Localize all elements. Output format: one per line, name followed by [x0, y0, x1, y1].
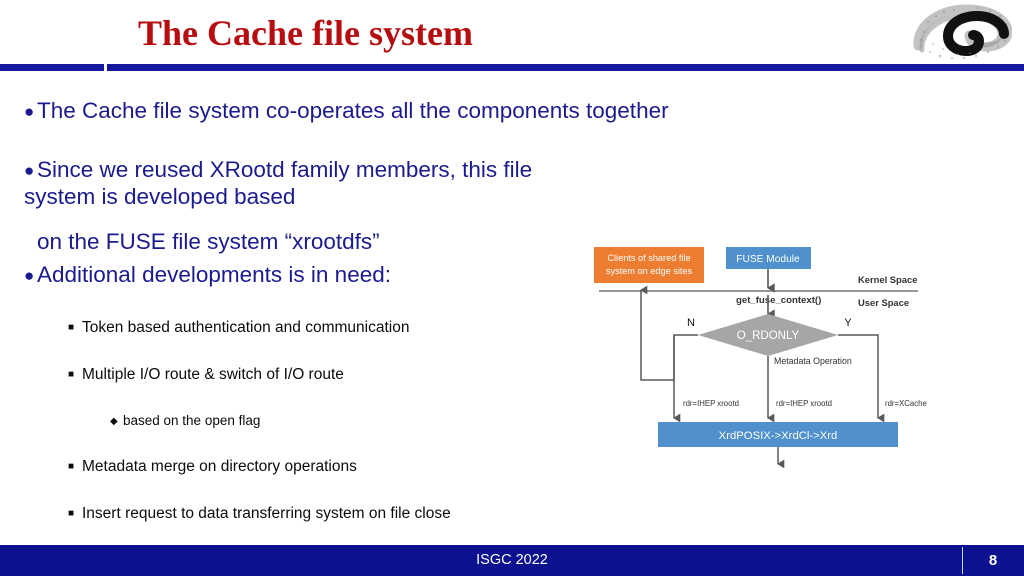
bullet-marker: ●	[24, 266, 35, 285]
sub-bullet-text: Insert request to data transferring syst…	[82, 505, 451, 522]
header-rule-notch	[104, 62, 107, 73]
slide-body: ●The Cache file system co-operates all t…	[0, 72, 669, 542]
sub-sub-bullet-item-1: ◆ based on the open flag	[110, 412, 260, 430]
square-bullet-marker: ■	[68, 369, 75, 380]
bullet-marker: ●	[24, 161, 35, 180]
rdr-right-label: rdr=XCache	[885, 399, 927, 408]
sub-bullet-text: Metadata merge on directory operations	[82, 458, 357, 475]
sub-bullet-text: Multiple I/O route & switch of I/O route	[82, 366, 344, 383]
branch-no-label: N	[687, 317, 695, 329]
rdr-left-label: rdr=IHEP xrootd	[683, 399, 739, 408]
header-rule-divider	[0, 64, 1024, 71]
decision-label: O_RDONLY	[737, 330, 800, 342]
clients-box-label-line2: system on edge sites	[606, 266, 693, 276]
rdr-mid-label: rdr=IHEP xrootd	[776, 399, 832, 408]
sub-bullet-text: Token based authentication and communica…	[82, 319, 410, 336]
footer-divider	[962, 547, 963, 574]
kernel-space-label: Kernel Space	[858, 274, 917, 285]
bullet-text-line2: on the FUSE file system “xrootdfs”	[37, 229, 380, 254]
square-bullet-marker: ■	[68, 322, 75, 333]
bullet-text-line1: Since we reused XRootd family members, t…	[24, 157, 533, 209]
slide-header: The Cache file system	[0, 0, 1024, 73]
user-space-label: User Space	[858, 297, 909, 308]
xrdposix-box-label: XrdPOSIX->XrdCl->Xrd	[719, 430, 838, 442]
fuse-module-box	[726, 247, 811, 269]
square-bullet-marker: ■	[68, 461, 75, 472]
sub-sub-bullet-text: based on the open flag	[123, 413, 261, 428]
page-title: The Cache file system	[138, 13, 473, 53]
sub-bullet-item-1: ■ Token based authentication and communic…	[68, 318, 409, 337]
footer-conference-label: ISGC 2022	[476, 552, 548, 568]
get-fuse-context-label: get_fuse_context()	[736, 295, 821, 306]
branch-yes-label: Y	[844, 317, 852, 329]
sub-bullet-item-4: ■ Insert request to data transferring sys…	[68, 504, 451, 523]
metadata-operation-label: Metadata Operation	[774, 356, 852, 366]
bullet-item-3: ●Additional developments is in need:	[24, 262, 391, 289]
fuse-routing-diagram: Clients of shared file system on edge si…	[586, 240, 1016, 468]
bullet-item-2: ●Since we reused XRootd family members, …	[24, 157, 584, 255]
bullet-text: The Cache file system co-operates all th…	[37, 98, 669, 123]
no-branch-path	[640, 285, 698, 381]
bullet-marker: ●	[24, 102, 35, 121]
clients-box	[594, 247, 704, 283]
ihep-galaxy-logo-icon	[908, 4, 1013, 62]
clients-box-label-line1: Clients of shared file	[607, 253, 690, 263]
decision-diamond	[698, 314, 838, 356]
fuse-module-label: FUSE Module	[736, 254, 800, 265]
yes-branch-path	[838, 334, 885, 423]
sub-bullet-item-3: ■ Metadata merge on directory operations	[68, 457, 357, 476]
slide-footer: ISGC 2022 8	[0, 545, 1024, 576]
square-bullet-marker: ■	[68, 508, 75, 519]
bullet-item-1: ●The Cache file system co-operates all t…	[24, 98, 669, 125]
diamond-bullet-marker: ◆	[110, 416, 118, 427]
bullet-text: Additional developments is in need:	[37, 262, 391, 287]
page-number: 8	[988, 552, 998, 569]
xrdposix-box	[658, 422, 898, 447]
sub-bullet-item-2: ■ Multiple I/O route & switch of I/O rout…	[68, 365, 344, 384]
diagram-svg: Clients of shared file system on edge si…	[594, 247, 927, 468]
